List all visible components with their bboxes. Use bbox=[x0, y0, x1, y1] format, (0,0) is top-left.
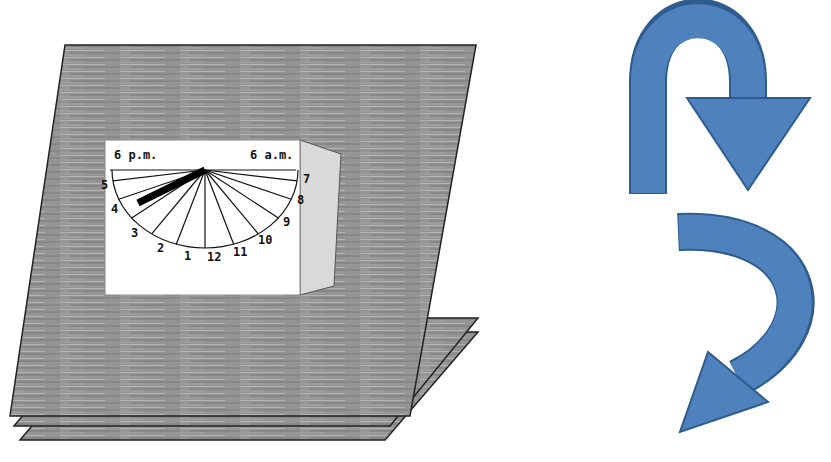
time-label: 6 p.m. bbox=[114, 149, 157, 161]
hour-number: 7 bbox=[303, 173, 310, 185]
hour-number: 10 bbox=[258, 234, 272, 246]
curved-arrow bbox=[648, 18, 810, 195]
gnomon bbox=[300, 140, 341, 295]
hour-line bbox=[132, 170, 205, 218]
time-label: 6 a.m. bbox=[250, 149, 293, 161]
hour-number: 4 bbox=[111, 203, 118, 215]
curved-arrow bbox=[678, 232, 796, 432]
hour-number: 1 bbox=[184, 250, 191, 262]
hour-number: 11 bbox=[233, 246, 247, 258]
hour-line bbox=[205, 170, 291, 199]
wooden-board bbox=[10, 45, 476, 416]
hour-line bbox=[205, 170, 297, 181]
hour-number: 12 bbox=[207, 251, 221, 263]
hour-number: 8 bbox=[297, 194, 304, 206]
hour-number: 9 bbox=[283, 216, 290, 228]
hour-number: 2 bbox=[157, 242, 164, 254]
dial-face bbox=[110, 170, 298, 248]
hour-line bbox=[204, 170, 205, 248]
hour-number: 5 bbox=[101, 179, 108, 191]
dial-card bbox=[105, 140, 300, 295]
shadow-line bbox=[138, 170, 205, 203]
hour-line bbox=[205, 170, 234, 244]
hour-number: 3 bbox=[131, 227, 138, 239]
